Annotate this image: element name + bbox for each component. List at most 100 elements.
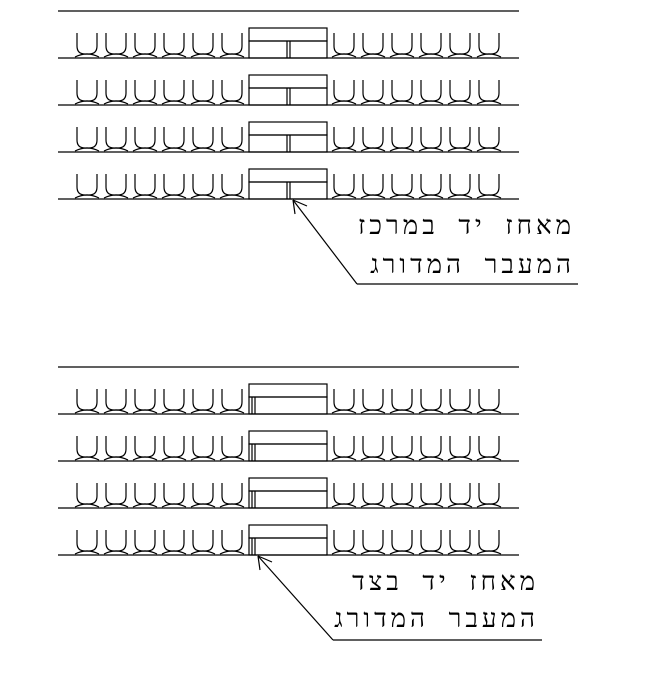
seat (192, 483, 214, 505)
seat (76, 33, 98, 55)
seat (134, 483, 156, 505)
seat-front-lip (219, 550, 245, 555)
seat (192, 436, 214, 458)
seat-front-lip (418, 147, 444, 152)
seat (449, 127, 471, 149)
seat-row (58, 383, 519, 415)
seat (221, 33, 243, 55)
seat-front-lip (190, 550, 216, 555)
seat (449, 33, 471, 55)
seat-front-lip (132, 147, 158, 152)
seat-front-lip (219, 147, 245, 152)
seat-front-lip (161, 550, 187, 555)
seat-front-lip (161, 503, 187, 508)
seat (478, 389, 500, 411)
seat-front-lip (476, 550, 502, 555)
aisle-step (248, 181, 328, 200)
seat (333, 33, 355, 55)
seat (221, 389, 243, 411)
seat-front-lip (360, 53, 386, 58)
leader-arrowhead (257, 555, 273, 571)
seat-front-lip (132, 550, 158, 555)
seat (449, 174, 471, 196)
seat-front-lip (389, 194, 415, 199)
seat (192, 530, 214, 552)
aisle-step (248, 87, 328, 106)
seat (221, 80, 243, 102)
seat-front-lip (331, 409, 357, 414)
seat (362, 127, 384, 149)
seat (76, 530, 98, 552)
seat-front-lip (103, 503, 129, 508)
seat (134, 127, 156, 149)
seat (478, 33, 500, 55)
seat (76, 483, 98, 505)
seat (333, 436, 355, 458)
seat (105, 389, 127, 411)
seat (134, 436, 156, 458)
seat (478, 174, 500, 196)
seat-row (58, 27, 519, 59)
seat (76, 174, 98, 196)
aisle-step (248, 40, 328, 59)
seat-front-lip (74, 100, 100, 105)
seat-front-lip (447, 456, 473, 461)
seat (362, 33, 384, 55)
seat (391, 436, 413, 458)
seat-front-lip (389, 100, 415, 105)
seat-front-lip (219, 456, 245, 461)
seating-block-side (58, 366, 542, 641)
seat (362, 483, 384, 505)
seat-front-lip (447, 100, 473, 105)
aisle-step (248, 134, 328, 153)
seat (478, 127, 500, 149)
seat (192, 174, 214, 196)
aisle-step (248, 490, 328, 509)
aisle-step (248, 430, 328, 445)
leader-arrowhead (292, 199, 308, 215)
seat (221, 127, 243, 149)
seat-front-lip (190, 147, 216, 152)
seat (192, 33, 214, 55)
seat (221, 483, 243, 505)
seat (105, 530, 127, 552)
seat-front-lip (389, 147, 415, 152)
seat-front-lip (132, 53, 158, 58)
seat (362, 530, 384, 552)
seat-front-lip (161, 53, 187, 58)
seat (134, 174, 156, 196)
seat (391, 389, 413, 411)
seat (391, 174, 413, 196)
seat-front-lip (103, 550, 129, 555)
seat-front-lip (74, 550, 100, 555)
seat (333, 80, 355, 102)
seat (333, 389, 355, 411)
seat (76, 436, 98, 458)
seat (362, 436, 384, 458)
seat (76, 389, 98, 411)
seat-front-lip (103, 147, 129, 152)
seat-front-lip (219, 53, 245, 58)
leader-line (257, 555, 334, 641)
seat-front-lip (132, 503, 158, 508)
seat-front-lip (418, 409, 444, 414)
seat-front-lip (389, 503, 415, 508)
seat (134, 80, 156, 102)
seat-front-lip (476, 100, 502, 105)
seat (76, 127, 98, 149)
seat (478, 80, 500, 102)
seat-front-lip (161, 194, 187, 199)
seat-front-lip (360, 456, 386, 461)
seat-front-lip (418, 503, 444, 508)
seat-front-lip (476, 409, 502, 414)
seat (420, 80, 442, 102)
aisle-step (248, 524, 328, 539)
seat-row (58, 74, 519, 106)
seat-front-lip (190, 194, 216, 199)
seat-front-lip (132, 409, 158, 414)
seat (333, 127, 355, 149)
seat (478, 483, 500, 505)
seat (420, 389, 442, 411)
seat (221, 436, 243, 458)
